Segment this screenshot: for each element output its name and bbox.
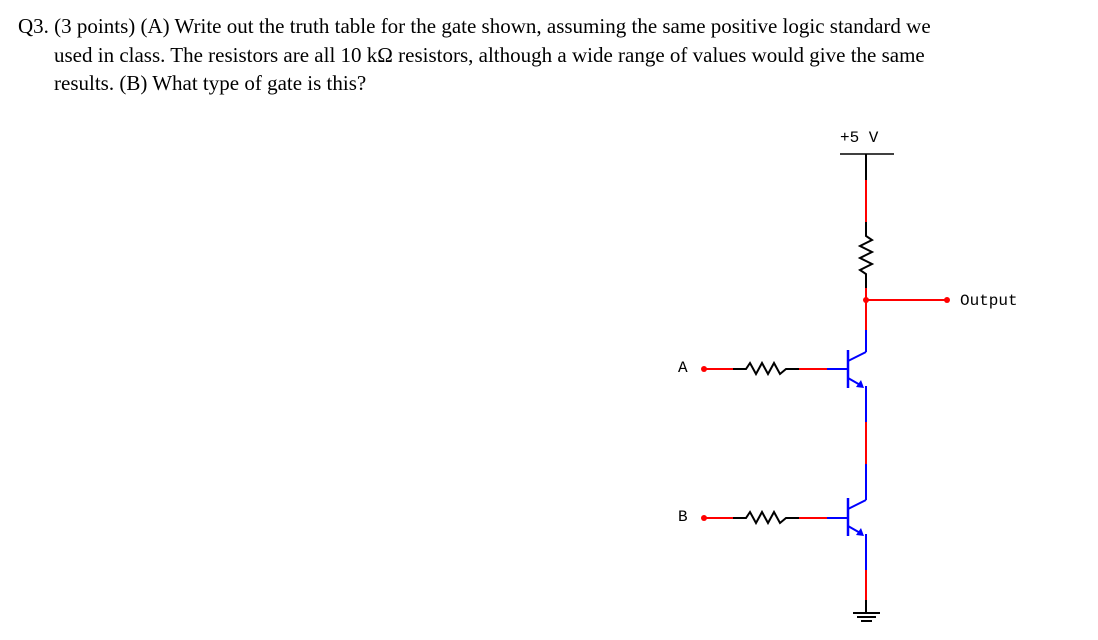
output-label: Output	[960, 292, 1018, 310]
question-line-2: used in class. The resistors are all 10 …	[54, 42, 925, 67]
transistor-a-icon	[846, 330, 867, 422]
question-text: Q3. (3 points) (A) Write out the truth t…	[18, 12, 1088, 98]
ground-icon	[853, 612, 880, 622]
resistor-b-icon	[733, 509, 799, 526]
resistor-a-icon	[733, 360, 799, 377]
input-b-label: B	[678, 508, 688, 526]
supply-label: +5 V	[840, 129, 879, 147]
pullup-resistor-icon	[857, 222, 875, 288]
question-line-3: results. (B) What type of gate is this?	[54, 71, 367, 95]
question-line-1: Q3. (3 points) (A) Write out the truth t…	[18, 14, 931, 38]
transistor-b-icon	[846, 498, 867, 570]
output-terminal	[944, 297, 950, 303]
input-a-label: A	[678, 359, 688, 377]
